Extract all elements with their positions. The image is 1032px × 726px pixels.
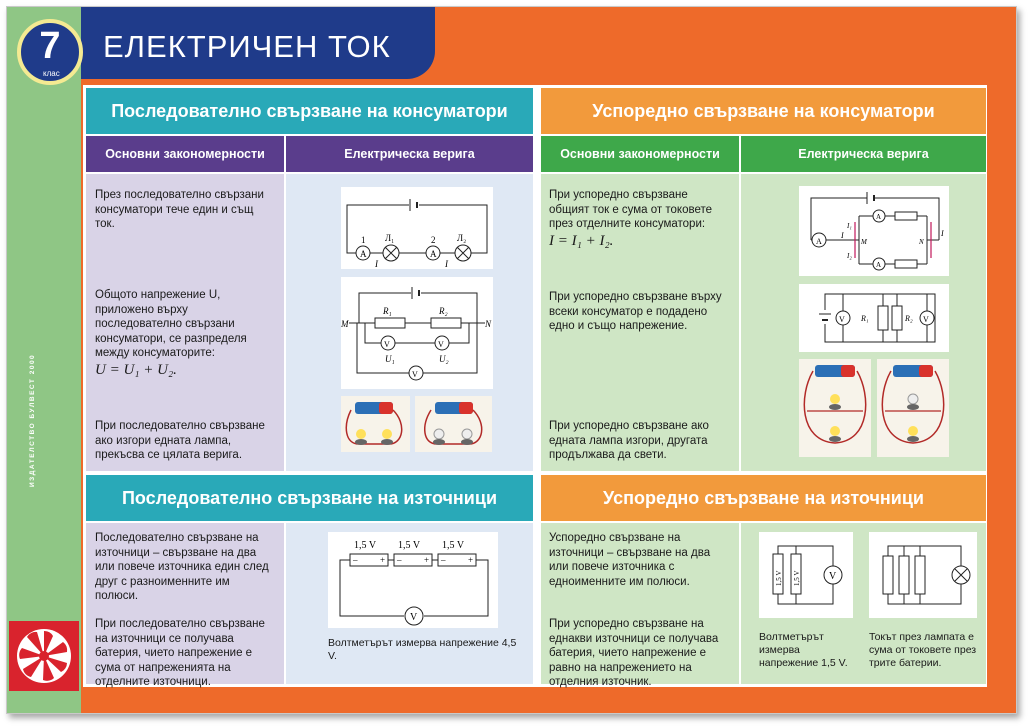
series-rules-header: Основни закономерности: [86, 136, 284, 172]
series-lamps-photo-1: [341, 396, 410, 452]
svg-text:+: +: [468, 555, 473, 565]
ammeter-2-number: 2: [431, 235, 436, 245]
voltmeter-2-label: V: [438, 340, 444, 349]
u2-label: U₂: [439, 354, 449, 364]
svg-text:+: +: [424, 555, 429, 565]
ammeter-2-label: A: [430, 249, 437, 259]
parallel-sources-voltmeter-diagram: V 1,5 V 1,5 V: [759, 532, 853, 618]
parallel-rules-header: Основни закономерности: [541, 136, 739, 172]
svg-text:–: –: [352, 555, 358, 565]
parallel-node-n: N: [918, 238, 924, 246]
content-grid: Последователно свързване на консуматори …: [83, 85, 987, 688]
publisher-logo: [9, 621, 79, 691]
svg-text:–: –: [396, 555, 402, 565]
cell-3-voltage: 1,5 V: [442, 540, 465, 551]
parallel-rule-3: При успоредно свързване ако едната лампа…: [549, 420, 709, 461]
series-circuit-ammeters-diagram: A A 1 2 Л₁ Л₂ I I: [341, 187, 493, 269]
series-sources-rules-panel: [86, 523, 284, 684]
main-ammeter-label: A: [816, 237, 822, 246]
series-rule-1: През последователно свързани консуматори…: [95, 189, 264, 230]
parallel-sources-caption-1: Волтметърът измерва напрежение 1,5 V.: [759, 631, 848, 669]
resistor-1-label: R₁: [382, 306, 392, 316]
cell-1-voltage: 1,5 V: [354, 540, 377, 551]
series-rules-panel: [86, 174, 284, 471]
header-bar: [81, 7, 435, 79]
ammeter-1-label: A: [360, 249, 367, 259]
series-circuit-header: Електрическа верига: [286, 136, 533, 172]
node-n-label: N: [484, 319, 492, 329]
par-r2-label: R₂: [904, 314, 913, 323]
parallel-sources-caption-2: Токът през лампата е сума от токовете пр…: [869, 631, 977, 669]
parallel-node-m: M: [860, 238, 868, 246]
parallel-consumers-title: Успоредно свързване на консуматори: [541, 88, 986, 134]
current-label-2: I: [444, 259, 449, 269]
parallel-rule-2: При успоредно свързване върху всеки конс…: [549, 291, 722, 332]
voltmeter-1-label: V: [384, 340, 390, 349]
parallel-formula: I = I₁ + I₂.: [549, 232, 614, 249]
series-rule-2: Общото напрежение U, приложено върху пос…: [95, 288, 275, 377]
grade-number: 7: [39, 25, 61, 67]
lamp-2-label: Л₂: [457, 233, 466, 243]
series-sources-title: Последователно свързване на източници: [86, 475, 533, 521]
parallel-circuit-header: Електрическа верига: [741, 136, 986, 172]
i1-label: I₁: [846, 222, 852, 230]
par-cell-1-voltage: 1,5 V: [775, 571, 783, 586]
u1-label: U₁: [385, 354, 395, 364]
series-sources-rule-2: При последователно свързване на източниц…: [95, 618, 265, 688]
parallel-sources-rules-panel: [541, 523, 739, 684]
branch-ammeter-2-label: A: [876, 261, 881, 269]
parallel-circuit-ammeters-diagram: A A A I I I₁ I₂ M N: [799, 186, 949, 276]
parallel-rule-1-text: При успоредно свързване общият ток е сум…: [549, 189, 712, 230]
node-m-label: M: [341, 319, 349, 329]
page-title: ЕЛЕКТРИЧЕН ТОК: [103, 29, 391, 64]
poster: ИЗДАТЕЛСТВО БУЛВЕСТ 2000 7 клас ЕЛЕКТРИЧ…: [6, 6, 1017, 714]
series-consumers-title: Последователно свързване на консуматори: [86, 88, 533, 134]
total-current-label: I: [840, 231, 844, 240]
par-r1-label: R₁: [860, 314, 869, 323]
par-voltmeter-1-label: V: [839, 315, 845, 324]
parallel-rules-panel: [541, 174, 739, 471]
parallel-sources-rule-2: При успоредно свързване на еднакви източ…: [549, 618, 719, 688]
parallel-lamps-photo-2: [877, 359, 949, 457]
series-lamps-photo-2: [415, 396, 492, 452]
par-cell-2-voltage: 1,5 V: [793, 571, 801, 586]
parallel-sources-title: Успоредно свързване на източници: [541, 475, 986, 521]
series-sources-diagram: 1,5 V 1,5 V 1,5 V V – + – + – +: [328, 532, 498, 628]
ammeter-1-number: 1: [361, 235, 366, 245]
svg-text:+: +: [380, 555, 385, 565]
total-current-label-right: I: [940, 229, 944, 238]
par-voltmeter-2-label: V: [923, 315, 929, 324]
svg-text:–: –: [440, 555, 446, 565]
branch-ammeter-1-label: A: [876, 213, 881, 221]
voltmeter-total-label: V: [412, 370, 418, 379]
series-circuit-resistors-diagram: R₁ R₂ V V V U₁ U₂ M N: [341, 277, 493, 389]
current-label-1: I: [374, 259, 379, 269]
parallel-circuit-resistors-diagram: V V R₁ R₂: [799, 284, 949, 352]
grade-label: клас: [43, 69, 60, 78]
series-sources-caption: Волтметърът измерва напрежение 4,5 V.: [328, 637, 517, 662]
grade-badge: 7 клас: [17, 19, 83, 85]
par-sources-voltmeter-label: V: [829, 571, 837, 582]
resistor-2-label: R₂: [438, 306, 448, 316]
i2-label: I₂: [846, 252, 852, 260]
cell-2-voltage: 1,5 V: [398, 540, 421, 551]
series-formula: U = U₁ + U₂.: [95, 361, 177, 378]
lamp-1-label: Л₁: [385, 233, 394, 243]
publisher-label: ИЗДАТЕЛСТВО БУЛВЕСТ 2000: [29, 353, 36, 487]
parallel-sources-lamp-diagram: [869, 532, 977, 618]
series-sources-voltmeter-label: V: [410, 612, 418, 623]
side-stripe: ИЗДАТЕЛСТВО БУЛВЕСТ 2000: [7, 7, 81, 713]
parallel-sources-rule-1: Успоредно свързване на източници – свърз…: [549, 532, 711, 588]
parallel-rule-1: При успоредно свързване общият ток е сум…: [549, 188, 731, 248]
series-rule-2-text: Общото напрежение U, приложено върху пос…: [95, 289, 247, 359]
series-rule-3: При последователно свързване ако изгори …: [95, 420, 265, 461]
series-sources-rule-1: Последователно свързване на източници – …: [95, 532, 269, 602]
parallel-lamps-photo-1: [799, 359, 871, 457]
